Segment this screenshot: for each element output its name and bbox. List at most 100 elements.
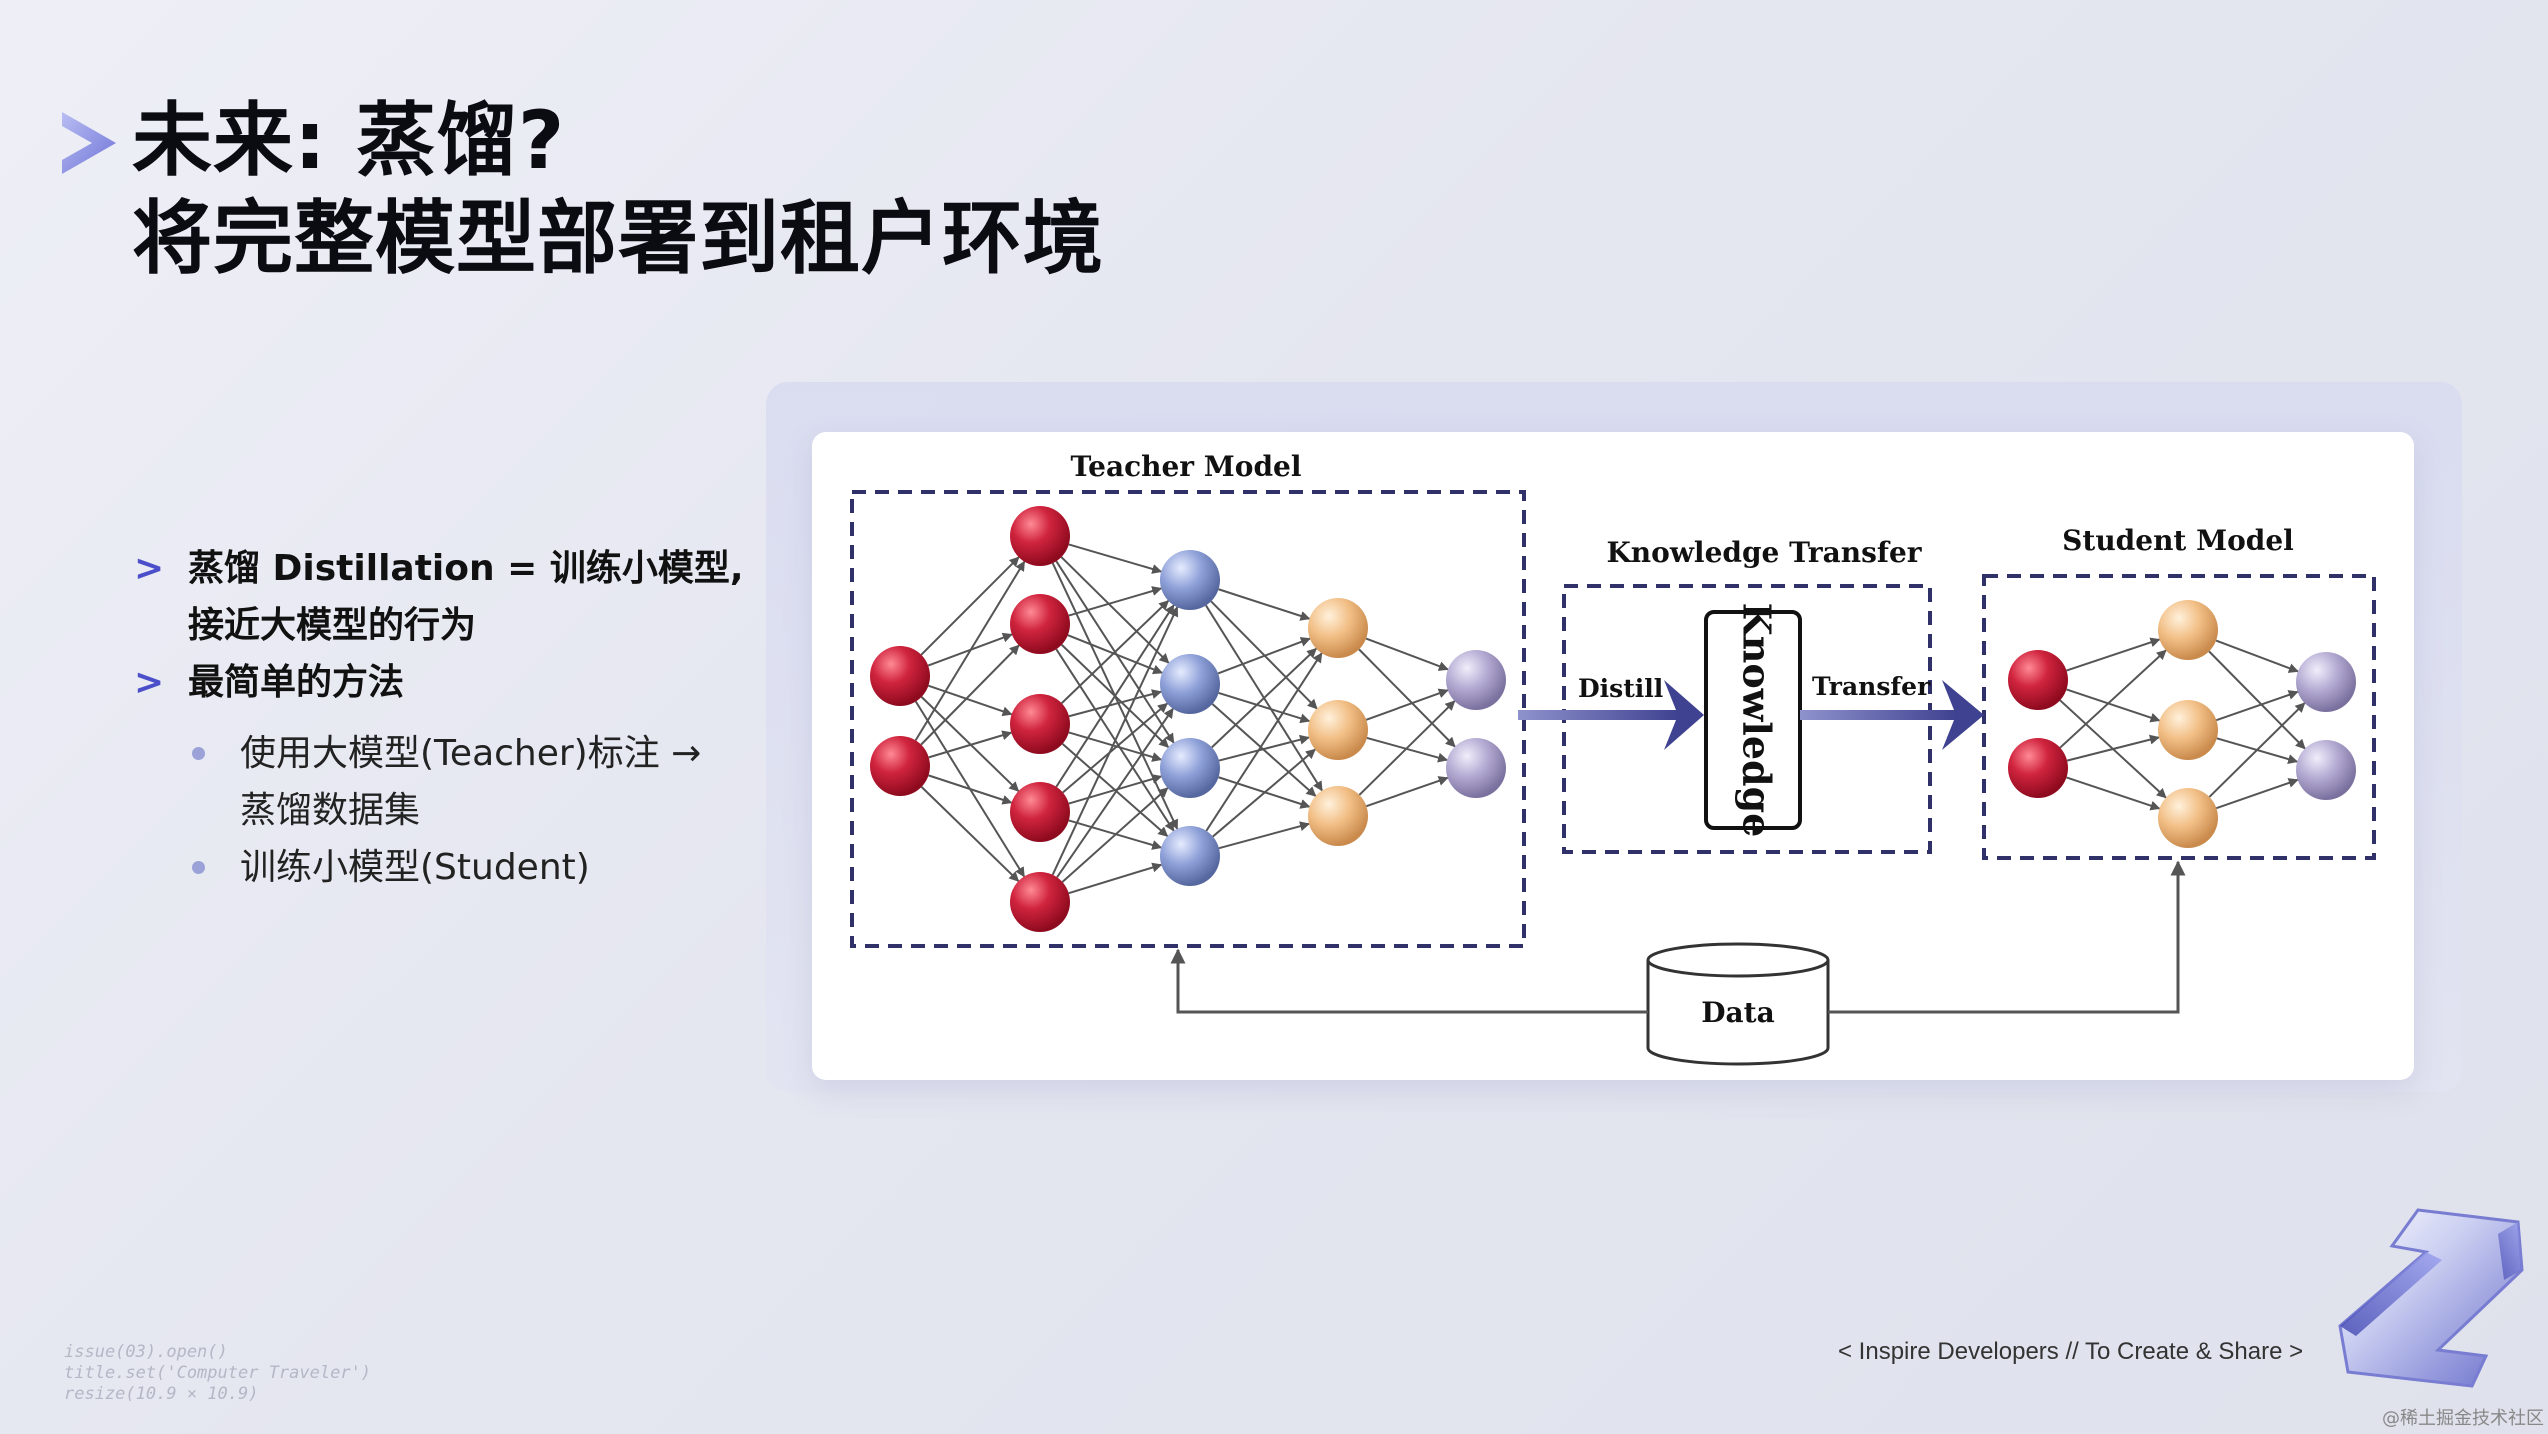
transfer-arrow-head-icon (1942, 680, 1984, 750)
transfer-arrow-shaft (1800, 710, 1956, 720)
student-connection (2066, 688, 2161, 723)
knowledge-transfer-label: Knowledge Transfer (1606, 536, 1922, 569)
teacher-connection (1365, 637, 1449, 671)
student-model-box (1982, 574, 2376, 860)
teacher-neuron-red (1010, 782, 1070, 842)
teacher-neuron-orange (1308, 598, 1368, 658)
bullet-text: 蒸馏 Distillation = 训练小模型, (188, 548, 744, 589)
teacher-connection (1062, 702, 1168, 794)
data-label: Data (1701, 996, 1775, 1029)
data-cylinder (1646, 942, 1830, 1066)
teacher-connection (928, 684, 1013, 717)
distill-label: Distill (1578, 674, 1663, 703)
teacher-connection (1366, 776, 1449, 808)
code-line: resize(10.9 × 10.9) (64, 1384, 259, 1404)
bullet-distillation: > 蒸馏 Distillation = 训练小模型, 接近大模型的行为 (130, 540, 770, 654)
teacher-connection (1218, 734, 1310, 762)
teacher-neuron-purple (1446, 738, 1506, 798)
bullet-text: 使用大模型(Teacher)标注 → (240, 733, 702, 774)
student-connection (2215, 639, 2299, 673)
bullet-text: 最简单的方法 (188, 662, 405, 703)
title-line-2: 将完整模型部署到租户环境 (132, 192, 1104, 285)
teacher-connection (1067, 634, 1164, 675)
student-connection (2066, 637, 2161, 672)
bullet-dot-icon (192, 747, 205, 760)
transfer-label: Transfer (1812, 672, 1931, 701)
student-connection (2216, 690, 2299, 722)
teacher-connection (1358, 700, 1456, 796)
teacher-neuron-red (1010, 594, 1070, 654)
teacher-connection (1051, 606, 1179, 876)
teacher-connection (1061, 787, 1169, 883)
student-connection (2066, 734, 2160, 762)
title-chevron-icon (62, 112, 116, 174)
teacher-neuron-orange (1308, 700, 1368, 760)
teacher-connection (928, 774, 1013, 805)
code-line: title.set('Computer Traveler') (64, 1363, 372, 1383)
student-neuron-orange (2158, 600, 2218, 660)
student-connection (2216, 778, 2299, 810)
bullet-text: 训练小模型(Student) (240, 847, 590, 888)
data-to-student-connector (1828, 860, 2186, 1014)
teacher-connection (928, 730, 1013, 759)
teacher-connection (1068, 862, 1163, 895)
teacher-connection (1068, 689, 1162, 718)
student-neuron-red (2008, 650, 2068, 710)
teacher-neuron-blue (1160, 550, 1220, 610)
bullet-chevron-icon: > (134, 548, 165, 589)
teacher-model-label: Teacher Model (1071, 450, 1302, 483)
teacher-neuron-red (870, 646, 930, 706)
teacher-connection (1218, 821, 1311, 850)
student-neuron-orange (2158, 700, 2218, 760)
teacher-neuron-purple (1446, 650, 1506, 710)
bullet-simplest-method: > 最简单的方法 (130, 654, 770, 711)
student-neuron-orange (2158, 788, 2218, 848)
footer-tagline: < Inspire Developers // To Create & Shar… (1838, 1338, 2304, 1365)
distill-arrow-head-icon (1664, 680, 1704, 750)
bullet-text: 蒸馏数据集 (240, 790, 421, 831)
student-neuron-red (2008, 738, 2068, 798)
diagram-canvas: Teacher Model Knowledge Transfer Student… (850, 450, 2376, 1066)
teacher-connection (1365, 688, 1449, 721)
teacher-connection (1060, 556, 1170, 664)
data-to-teacher-connector (1170, 948, 1648, 1014)
brand-logo-icon (2338, 1208, 2524, 1388)
teacher-connection (914, 560, 1026, 741)
knowledge-label: Knowledge (1735, 603, 1780, 838)
teacher-connection (1205, 652, 1323, 832)
student-connection (2208, 702, 2306, 798)
student-connection (2066, 776, 2161, 811)
bullet-list: > 蒸馏 Distillation = 训练小模型, 接近大模型的行为 > 最简… (130, 540, 770, 896)
student-neuron-purple (2296, 740, 2356, 800)
teacher-neuron-blue (1160, 738, 1220, 798)
teacher-connection (1068, 731, 1163, 762)
teacher-connection (1068, 586, 1163, 617)
teacher-connection (1218, 691, 1311, 724)
teacher-connection (1218, 588, 1311, 621)
teacher-connection (920, 556, 1020, 656)
teacher-connection (1060, 600, 1170, 704)
teacher-connection (1211, 647, 1317, 749)
title-line-1: 未来: 蒸馏? (132, 94, 566, 187)
teacher-connection (1068, 543, 1163, 574)
teacher-neuron-red (1010, 506, 1070, 566)
slide-title: 未来: 蒸馏? 将完整模型部署到租户环境 (132, 92, 1104, 288)
watermark: @稀土掘金技术社区 (2382, 1408, 2544, 1429)
code-line: issue(03).open() (64, 1342, 228, 1362)
teacher-neuron-blue (1160, 826, 1220, 886)
teacher-connection (1056, 707, 1174, 878)
sub-bullet-train-student: 训练小模型(Student) (130, 839, 770, 896)
bullet-dot-icon (192, 861, 205, 874)
bullet-chevron-icon: > (134, 662, 165, 703)
teacher-neuron-red (1010, 694, 1070, 754)
teacher-connection (1068, 774, 1163, 805)
teacher-connection (1212, 748, 1316, 838)
teacher-connection (1055, 604, 1175, 788)
teacher-neuron-blue (1160, 654, 1220, 714)
teacher-connection (920, 644, 1020, 746)
teacher-neuron-red (1010, 872, 1070, 932)
student-connection (2059, 649, 2167, 749)
student-model-label: Student Model (2062, 524, 2294, 557)
teacher-neuron-red (870, 736, 930, 796)
teacher-connection (920, 786, 1020, 882)
